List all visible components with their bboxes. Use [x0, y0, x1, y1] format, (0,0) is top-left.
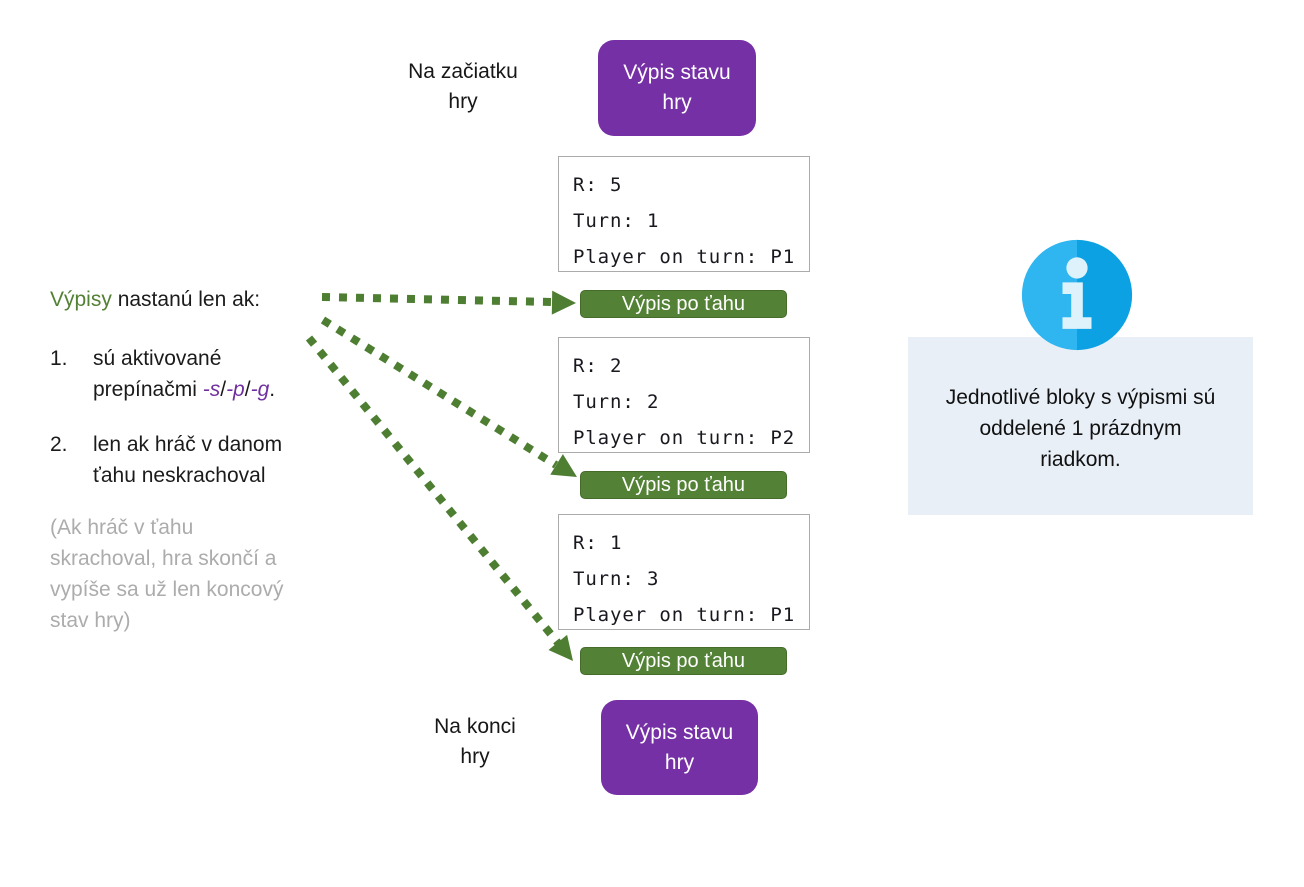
item1-line1: sú aktivované	[93, 347, 222, 370]
code-line: Player on turn: P1	[573, 604, 796, 626]
switch-p: -p	[226, 378, 245, 401]
game-state-output-box-start: Výpis stavu hry	[598, 40, 756, 136]
turn-output-box-3: Výpis po ťahu	[580, 647, 787, 675]
turn-output-box-2: Výpis po ťahu	[580, 471, 787, 499]
state-box-line1: Výpis stavu	[625, 720, 734, 744]
code-line: Player on turn: P2	[573, 427, 796, 449]
end-label-line2: hry	[460, 745, 490, 768]
conditions-panel: Výpisy nastanú len ak: 1. sú aktivované …	[50, 286, 340, 632]
code-line: Turn: 1	[573, 210, 660, 232]
code-line: Player on turn: P1	[573, 246, 796, 268]
turn-output-box-1: Výpis po ťahu	[580, 290, 787, 318]
heading-highlight: Výpisy	[50, 288, 112, 311]
state-box-line2: hry	[662, 91, 692, 114]
bankruptcy-note: (Ak hráč v ťahu skrachoval, hra skončí a…	[50, 512, 283, 636]
item-number: 2.	[50, 433, 68, 456]
note-line: stav hry)	[50, 609, 131, 632]
game-state-output-box-end: Výpis stavu hry	[601, 700, 758, 795]
note-line: skrachoval, hra skončí a	[50, 547, 277, 570]
condition-item-2: 2. len ak hráč v danom ťahu neskrachoval	[50, 429, 340, 491]
output-block-3: R: 1 Turn: 3 Player on turn: P1	[558, 514, 810, 630]
code-line: R: 1	[573, 532, 623, 554]
start-of-game-label: Na začiatku hry	[395, 57, 531, 117]
item-number: 1.	[50, 347, 68, 370]
info-callout: Jednotlivé bloky s výpismi sú oddelené 1…	[908, 337, 1253, 515]
item-text: sú aktivované prepínačmi -s/-p/-g.	[93, 343, 275, 405]
condition-item-1: 1. sú aktivované prepínačmi -s/-p/-g.	[50, 343, 340, 405]
output-block-2: R: 2 Turn: 2 Player on turn: P2	[558, 337, 810, 453]
item-text: len ak hráč v danom ťahu neskrachoval	[93, 429, 282, 491]
item2-line2: ťahu neskrachoval	[93, 464, 266, 487]
note-line: (Ak hráč v ťahu	[50, 516, 194, 539]
code-line: R: 5	[573, 174, 623, 196]
switch-g: -g	[250, 378, 270, 401]
output-block-1: R: 5 Turn: 1 Player on turn: P1	[558, 156, 810, 272]
dotted-arrow-line-1	[321, 293, 553, 306]
arrowhead-2	[550, 454, 577, 477]
arrowhead-1	[551, 290, 576, 315]
info-line: riadkom.	[1040, 448, 1121, 471]
heading-rest: nastanú len ak:	[111, 288, 261, 311]
end-of-game-label: Na konci hry	[420, 712, 530, 772]
code-line: Turn: 3	[573, 568, 660, 590]
note-line: vypíše sa už len koncový	[50, 578, 284, 601]
info-icon	[1021, 239, 1133, 351]
info-icon-dot	[1066, 257, 1088, 279]
state-box-line2: hry	[664, 750, 695, 774]
code-line: R: 2	[573, 355, 623, 377]
slash: /	[220, 378, 227, 401]
info-line: oddelené 1 prázdnym	[979, 417, 1182, 440]
state-box-line1: Výpis stavu	[623, 61, 731, 84]
info-icon-stem	[1062, 282, 1092, 329]
info-line: Jednotlivé bloky s výpismi sú	[945, 386, 1216, 409]
code-line: Turn: 2	[573, 391, 660, 413]
item1-line2-prefix: prepínačmi	[93, 378, 203, 401]
dotted-arrow-line-2	[320, 316, 559, 469]
dotted-arrow-line-3	[305, 335, 562, 646]
slash: /	[244, 378, 251, 401]
start-label-line2: hry	[448, 90, 478, 113]
item1-line2: prepínačmi -s/-p/-g.	[93, 374, 275, 405]
period: .	[269, 378, 276, 401]
switch-s: -s	[202, 378, 221, 401]
conditions-heading: Výpisy nastanú len ak:	[50, 286, 340, 314]
arrowhead-3	[548, 634, 573, 661]
item2-line1: len ak hráč v danom	[93, 433, 283, 456]
end-label-line1: Na konci	[434, 715, 516, 738]
start-label-line1: Na začiatku	[408, 60, 518, 83]
